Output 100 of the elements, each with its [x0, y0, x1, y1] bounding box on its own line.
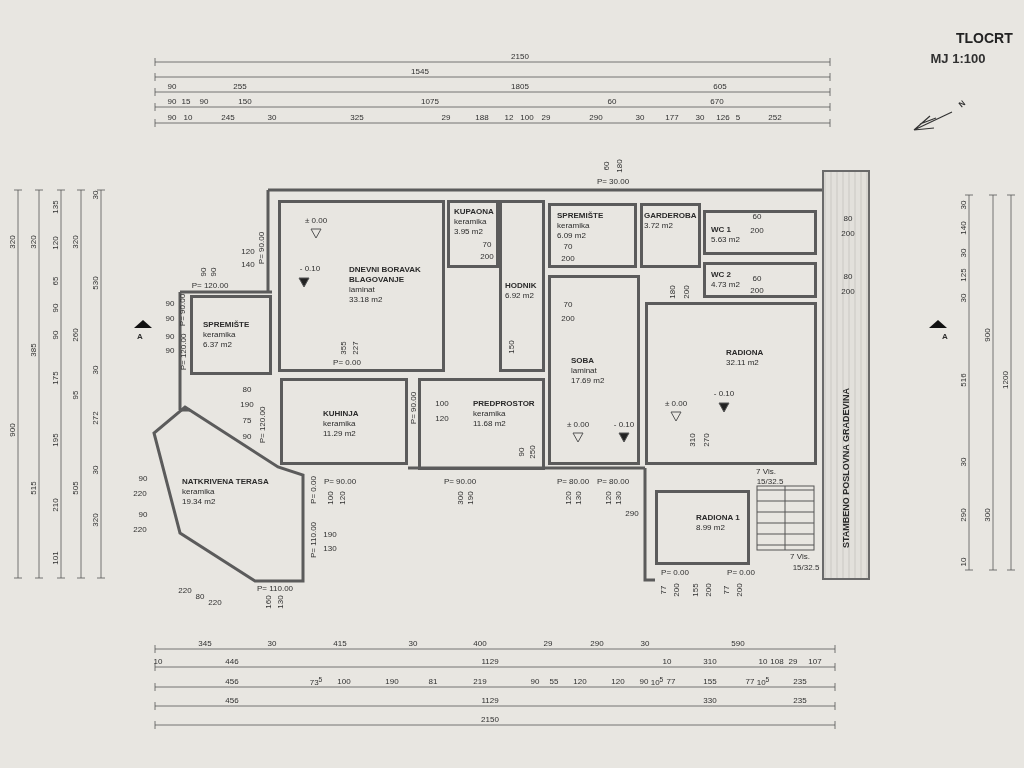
dimension-label: 155 — [703, 676, 717, 686]
dimension-label: 29 — [543, 638, 553, 648]
annotation-label: 155 — [690, 583, 700, 597]
dimension-label: 10 — [153, 656, 163, 666]
annotation-label: 80 — [843, 271, 853, 281]
annotation-label: P= 0.00 — [308, 476, 318, 504]
annotation-label: 100 — [325, 491, 335, 505]
dimension-label: 81 — [428, 676, 438, 686]
annotation-label: P= 110.00 — [256, 583, 294, 593]
room-area: 32.11 m2 — [726, 358, 759, 368]
annotation-label: 15/32.5 — [756, 476, 784, 486]
dimension-label: 1129 — [481, 695, 499, 705]
annotation-label: 130 — [275, 595, 285, 609]
annotation-label: 90 — [208, 267, 218, 277]
room-area: 3.72 m2 — [644, 221, 673, 231]
room — [548, 275, 640, 465]
room-name: RADIONA — [726, 348, 764, 358]
dimension-label: 1075 — [421, 96, 439, 106]
dimension-label: 15 — [181, 96, 191, 106]
dimension-label: 29 — [441, 112, 451, 122]
annotation-label: P= 80.00 — [596, 476, 630, 486]
dimension-label: 10 — [758, 656, 768, 666]
dimension-label: 325 — [350, 112, 364, 122]
dimension-label: 107 — [808, 656, 822, 666]
dimension-label: 150 — [238, 96, 252, 106]
scale-label: MJ 1:100 — [930, 50, 986, 66]
dimension-label: 2150 — [481, 714, 499, 724]
annotation-label: 60 — [601, 161, 611, 171]
terrace-area — [150, 405, 306, 583]
annotation-label: 90 — [138, 509, 148, 519]
dimension-label: 90 — [50, 330, 60, 340]
dimension-label: 235 — [793, 676, 807, 686]
dimension-label: 605 — [713, 81, 727, 91]
annotation-label: P= 0.00 — [661, 567, 689, 577]
annotation-label: P= 0.00 — [727, 567, 755, 577]
annotation-label: P= 120.00 — [178, 333, 188, 371]
dimension-label: 100 — [520, 112, 534, 122]
room — [645, 302, 817, 465]
dimension-label: 10 — [958, 557, 968, 567]
room-name: KUPAONA — [454, 207, 494, 217]
dimension-label: 30 — [958, 293, 968, 303]
dimension-label: 10$^{5}$ — [650, 674, 664, 688]
annotation-label: 80 — [843, 213, 853, 223]
dimension-label: 320 — [28, 235, 38, 249]
annotation-label: 120 — [435, 413, 449, 423]
annotation-label: 90 — [516, 447, 526, 457]
annotation-label: 75 — [242, 415, 252, 425]
room-area: 8.99 m2 — [696, 523, 725, 533]
annotation-label: 90 — [138, 473, 148, 483]
annotation-label: P= 90.00 — [256, 231, 266, 265]
floor-material: keramika — [323, 419, 356, 429]
annotation-label: 180 — [614, 159, 624, 173]
annotation-label: 77 — [721, 585, 731, 595]
dimension-label: 30 — [635, 112, 645, 122]
room-area: 11.29 m2 — [323, 429, 356, 439]
annotation-label: 160 — [263, 595, 273, 609]
annotation-label: 7 Vis. — [756, 466, 776, 476]
room-name: SPREMIŠTE — [557, 211, 604, 221]
room — [190, 295, 272, 375]
dimension-label: 77 — [745, 676, 755, 686]
annotation-label: 120 — [603, 491, 613, 505]
room — [655, 490, 750, 565]
annotation-label: 200 — [703, 583, 713, 597]
annotation-label: 130 — [323, 543, 337, 553]
dimension-label: 515 — [28, 481, 38, 495]
dimension-label: 290 — [590, 638, 604, 648]
annotation-label: P= 30.00 — [596, 176, 630, 186]
annotation-label: P= 90.00 — [323, 476, 357, 486]
annotation-label: 70 — [482, 239, 492, 249]
annotation-label: ± 0.00 — [566, 419, 590, 429]
dimension-label: 30 — [958, 248, 968, 258]
room-name: PREDPROSTOR — [473, 399, 535, 409]
annotation-label: 120 — [563, 491, 573, 505]
dimension-label: 100 — [337, 676, 351, 686]
annotation-label: 140 — [241, 259, 255, 269]
room-area: 6.37 m2 — [203, 340, 232, 350]
room-name: KUHINJA — [323, 409, 359, 419]
annotation-label: 60 — [752, 273, 762, 283]
neighbour-building-band — [822, 170, 870, 580]
dimension-label: 415 — [333, 638, 347, 648]
north-label: N — [956, 98, 968, 110]
annotation-label: 100 — [435, 398, 449, 408]
annotation-label: 355 — [338, 341, 348, 355]
dimension-label: 135 — [50, 200, 60, 214]
room-area: 19.34 m2 — [182, 497, 216, 507]
annotation-label: 90 — [165, 331, 175, 341]
annotation-label: - 0.10 — [299, 263, 321, 273]
annotation-label: 220 — [178, 585, 192, 595]
annotation-label: 220 — [133, 488, 147, 498]
room — [418, 378, 545, 470]
dimension-label: 188 — [475, 112, 489, 122]
floor-material: laminat — [349, 285, 375, 295]
section-label: A — [942, 331, 948, 341]
annotation-label: 310 — [687, 433, 697, 447]
room — [703, 210, 817, 255]
annotation-label: 200 — [750, 285, 764, 295]
dimension-label: 290 — [589, 112, 603, 122]
dimension-label: 320 — [90, 513, 100, 527]
dimension-label: 120 — [573, 676, 587, 686]
annotation-label: 60 — [752, 211, 762, 221]
